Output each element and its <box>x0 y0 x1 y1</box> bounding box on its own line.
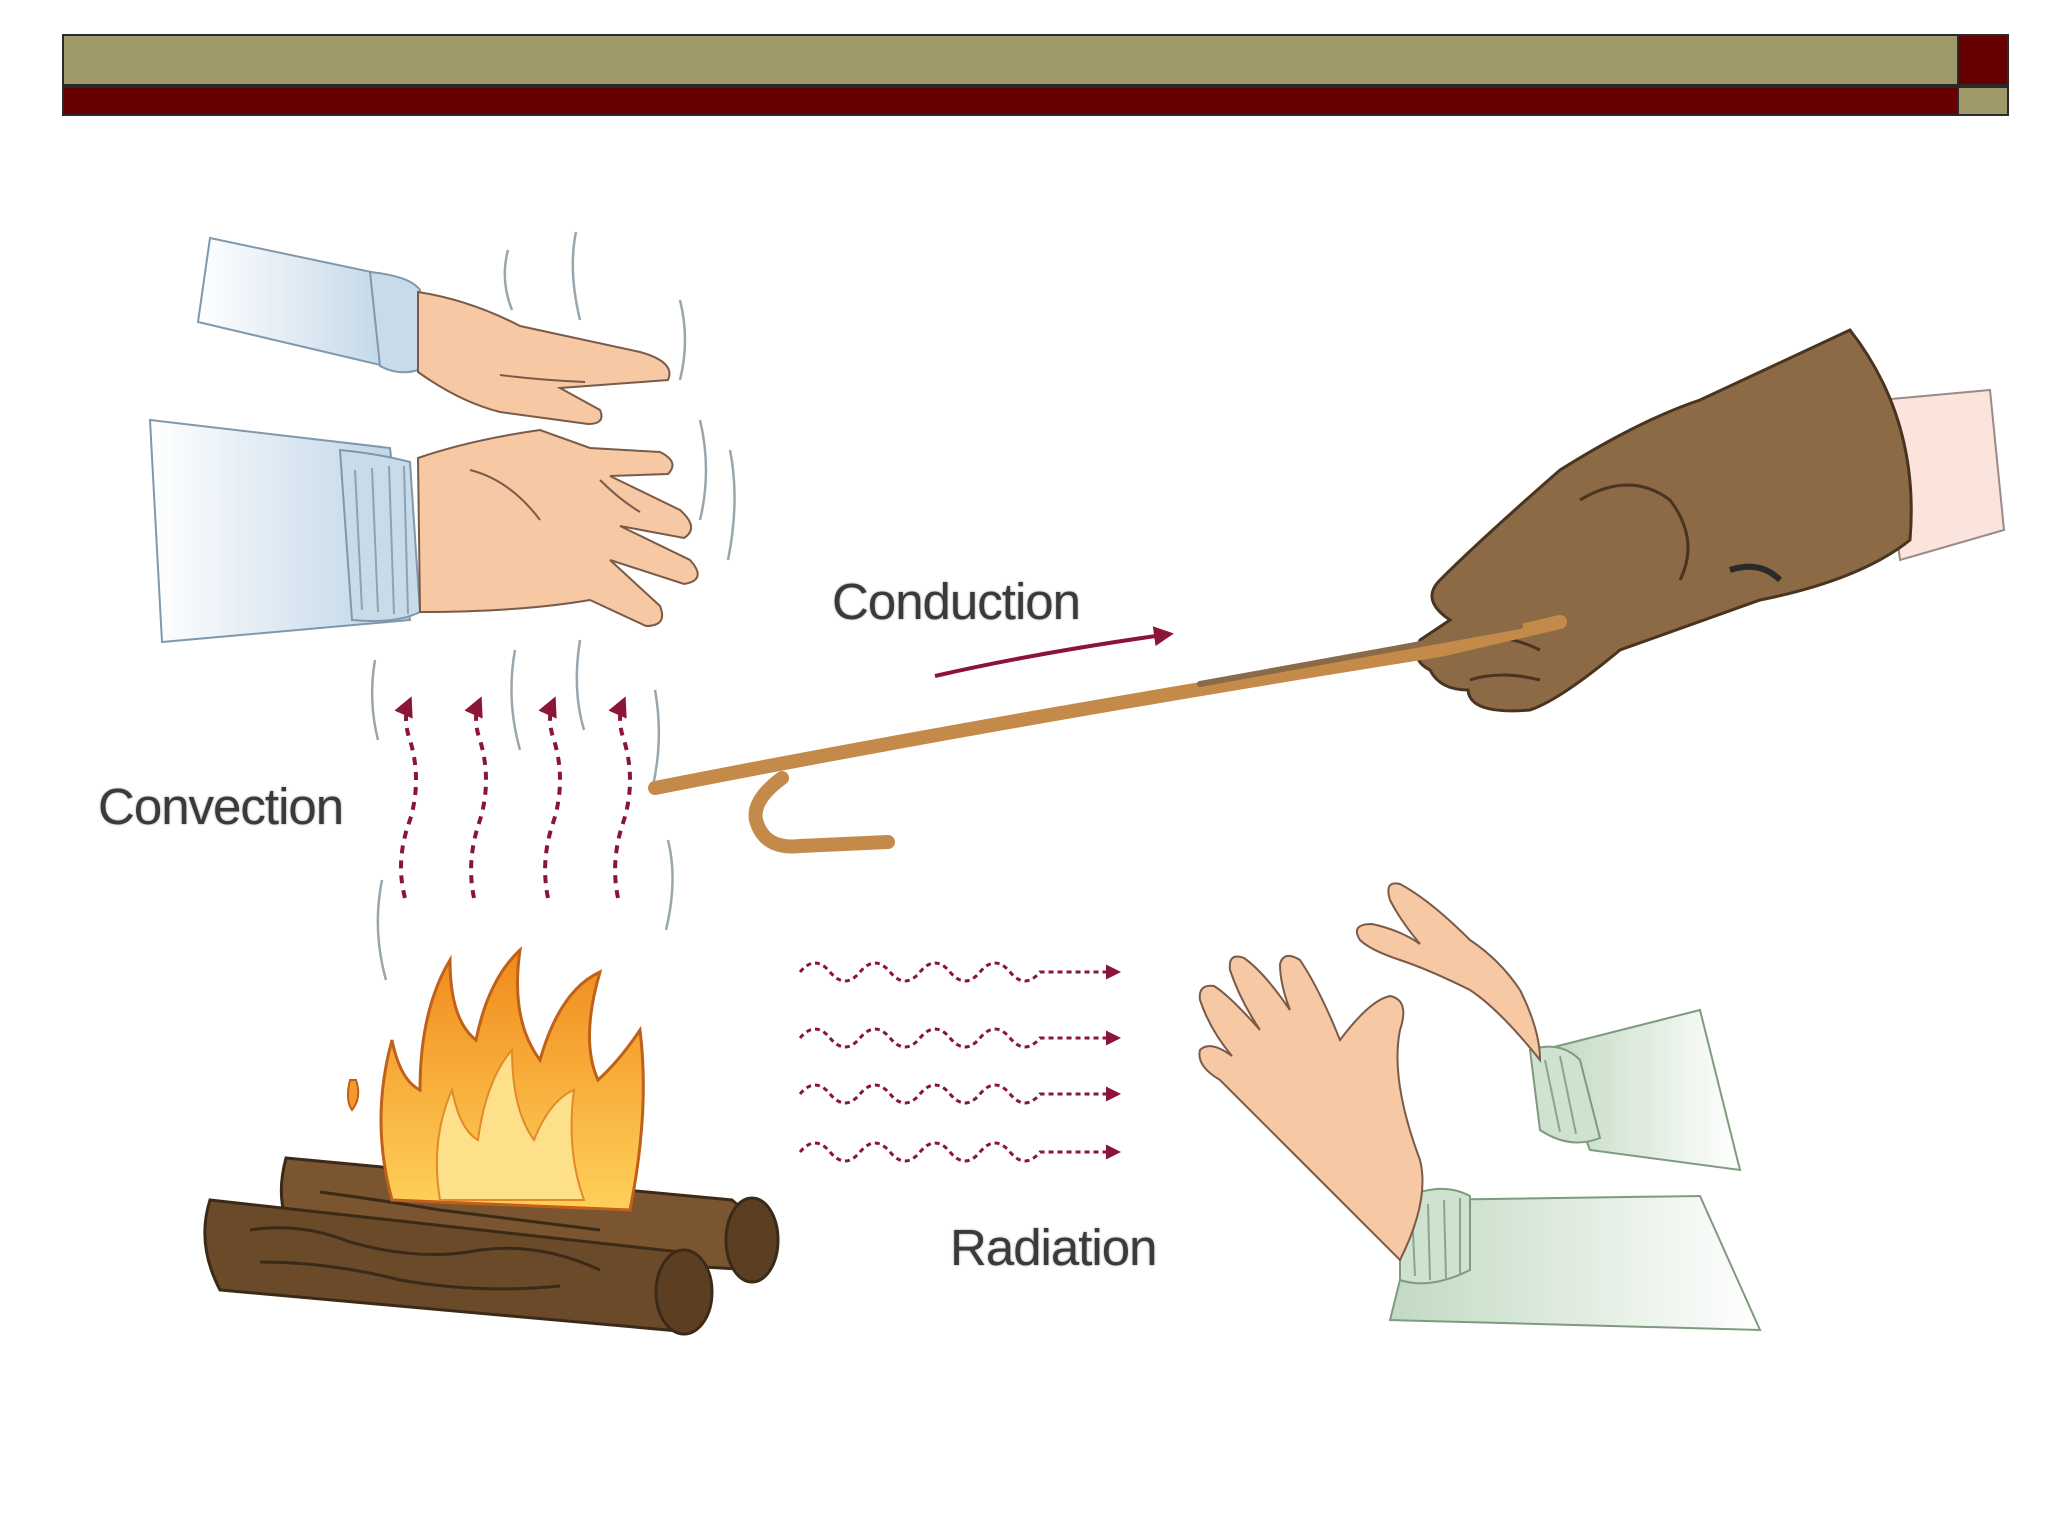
convection-arrow <box>608 696 632 899</box>
poker-glove <box>648 328 2006 854</box>
glove <box>1415 328 1913 713</box>
front-hand <box>1198 954 1424 1262</box>
conduction-arrow <box>934 626 1174 678</box>
convection-label: Convection <box>97 778 344 836</box>
header-bar-olive <box>62 34 1959 86</box>
lower-hand <box>416 428 699 628</box>
flame-inner <box>435 1047 586 1201</box>
back-hand <box>1356 882 1542 1063</box>
convection-arrow <box>394 696 418 899</box>
poker-hook <box>748 771 895 854</box>
radiation-arrows <box>798 961 1121 1163</box>
radiation-label: Radiation <box>949 1219 1157 1277</box>
convection-hands <box>148 231 736 644</box>
header-corner-maroon <box>1957 34 2009 86</box>
convection-arrow <box>464 696 488 899</box>
upper-hand <box>417 290 671 426</box>
header-corner-olive <box>1957 86 2009 116</box>
conduction-label: Conduction <box>831 573 1081 631</box>
radiation-wave <box>798 961 1121 983</box>
convection-arrow <box>538 696 562 899</box>
radiation-wave <box>798 1027 1121 1049</box>
convection-wisps <box>370 639 674 981</box>
header-bar-maroon <box>62 86 1959 116</box>
radiation-wave <box>798 1083 1121 1105</box>
radiation-hands <box>1198 882 1762 1332</box>
radiation-wave <box>798 1141 1121 1163</box>
poker-rod <box>648 615 1567 795</box>
campfire <box>203 945 780 1336</box>
